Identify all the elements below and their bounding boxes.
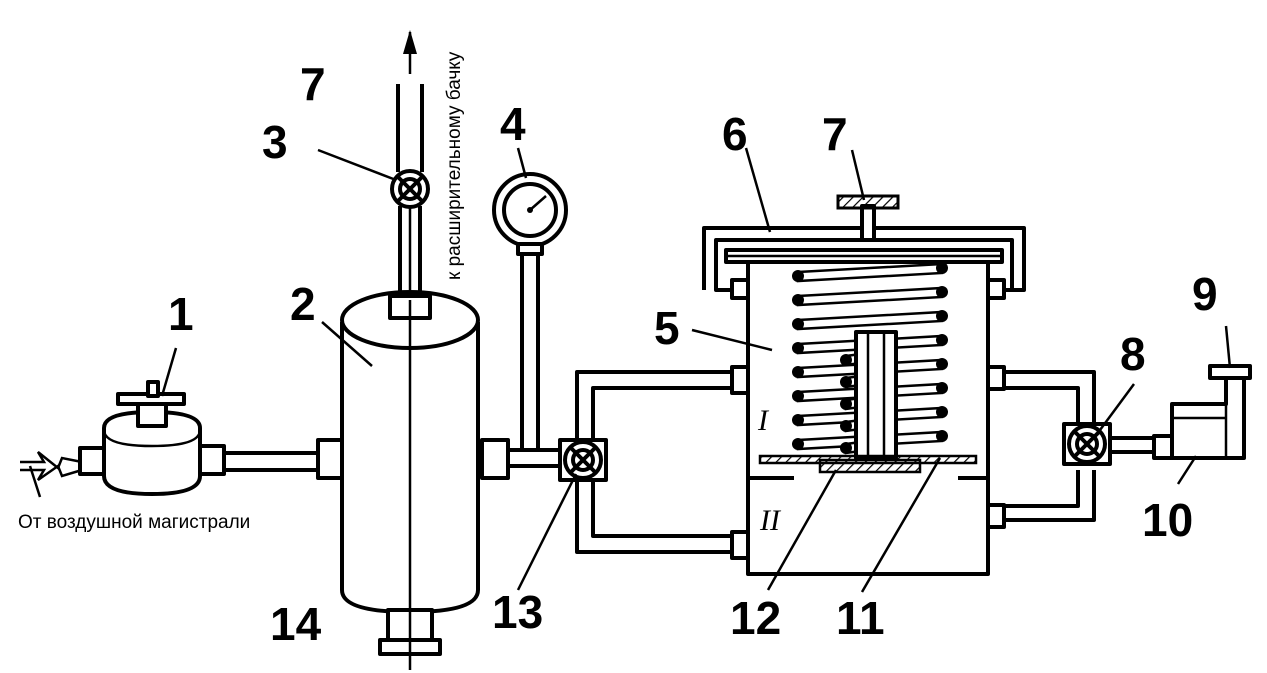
spring-wire-section	[792, 270, 804, 282]
air-inlet-arrow	[20, 451, 83, 498]
label-4: 4	[500, 98, 526, 150]
spring-wire-section	[792, 318, 804, 330]
label-13: 13	[492, 586, 543, 638]
vent-valve-3	[390, 169, 430, 209]
spring-wire-section	[792, 342, 804, 354]
label-1: 1	[168, 288, 194, 340]
label-14: 14	[270, 598, 322, 650]
spring-wire-section	[792, 366, 804, 378]
pressure-gauge-4	[492, 172, 568, 256]
air-filter-regulator-1	[78, 380, 226, 496]
spring-wire-section	[792, 438, 804, 450]
label-5: 5	[654, 302, 680, 354]
clamp-frame-6	[702, 194, 1026, 292]
receiver-vessel-2	[316, 290, 510, 670]
spring-wire-section	[936, 334, 948, 346]
label-2: 2	[290, 278, 316, 330]
device-10	[1152, 374, 1246, 460]
support-plate-12	[818, 458, 922, 474]
pipe-vessel-to-valve	[508, 250, 564, 468]
spring-wire-section	[936, 358, 948, 370]
label-7-left: 7	[300, 58, 326, 110]
label-11: 11	[836, 592, 885, 644]
spring-wire-section	[840, 398, 852, 410]
spring-wire-section	[840, 354, 852, 366]
chamber-label-upper: I	[757, 404, 770, 437]
chamber-label-lower: II	[759, 504, 782, 537]
three-way-valve-13	[558, 438, 608, 482]
spring-wire-section	[936, 286, 948, 298]
label-12: 12	[730, 592, 781, 644]
spring-wire-section	[936, 382, 948, 394]
spring-wire-section	[792, 390, 804, 402]
spring-wire-section	[936, 406, 948, 418]
valve-8	[1062, 422, 1112, 466]
pipe-valve-to-10	[1110, 436, 1156, 454]
spring-wire-section	[840, 442, 852, 454]
label-9: 9	[1192, 268, 1218, 320]
spring-wire-section	[936, 430, 948, 442]
spring-wire-section	[840, 420, 852, 432]
caption-expansion-tank: к расширительному бачку	[444, 51, 465, 280]
label-10: 10	[1142, 494, 1193, 546]
spring-wire-section	[936, 310, 948, 322]
pipes-from-chambers	[1004, 370, 1096, 522]
label-8: 8	[1120, 328, 1146, 380]
vent-pipe	[396, 30, 424, 298]
spring-wire-section	[792, 294, 804, 306]
label-3: 3	[262, 116, 288, 168]
spring-wire-section	[792, 414, 804, 426]
leader-lines	[160, 147, 1232, 593]
label-6: 6	[722, 108, 748, 160]
pipes-to-chambers	[575, 370, 736, 554]
stem	[854, 330, 898, 460]
pipe-filter-to-vessel	[224, 451, 320, 472]
label-7-right: 7	[822, 108, 848, 160]
caption-air-main: От воздушной магистрали	[18, 512, 250, 533]
spring-wire-section	[840, 376, 852, 388]
spring-wire-section	[936, 262, 948, 274]
